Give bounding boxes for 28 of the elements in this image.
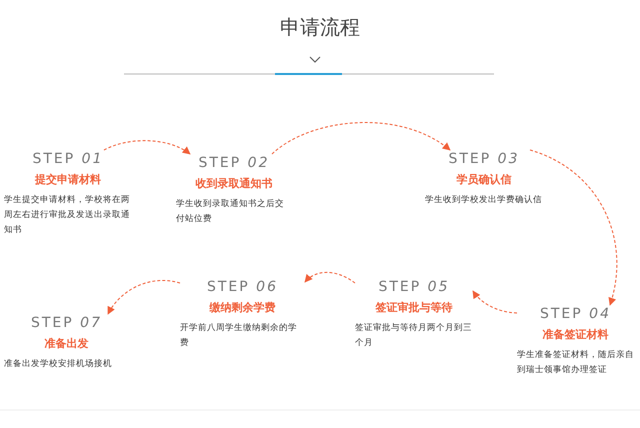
step-number: STEP 06 xyxy=(206,279,278,295)
step-number: STEP 03 xyxy=(448,151,520,167)
step-description: 签证审批与等待月两个月到三个月 xyxy=(355,323,472,348)
title: 申请流程 xyxy=(279,14,361,41)
step-heading: 提交申请材料 xyxy=(35,173,101,186)
step-description: 学生收到录取通知书之后交付站位费 xyxy=(176,199,284,224)
step-description: 开学前八周学生缴纳剩余的学费 xyxy=(180,323,297,348)
step-heading: 收到录取通知书 xyxy=(196,177,272,190)
step-heading: 缴纳剩余学费 xyxy=(210,301,276,314)
arrow xyxy=(272,122,451,154)
step-heading: 准备签证材料 xyxy=(542,328,608,341)
arrow xyxy=(104,140,191,154)
arrow xyxy=(530,150,618,306)
step-heading: 学员确认信 xyxy=(456,173,512,186)
step-heading: 签证审批与等待 xyxy=(376,301,452,314)
step-description: 学生收到学校发出学费确认信 xyxy=(425,195,542,205)
step-number: STEP 05 xyxy=(378,279,450,295)
step-heading: 准备出发 xyxy=(44,337,88,350)
step-description: 学生提交申请材料，学校将在两周左右进行审批及发送出录取通知书 xyxy=(4,195,130,235)
step-description: 学生准备签证材料，随后亲自到瑞士领事馆办理签证 xyxy=(517,350,634,375)
arrow xyxy=(108,280,180,315)
step-number: STEP 02 xyxy=(198,155,270,171)
step-number: STEP 01 xyxy=(32,151,104,167)
step-number: STEP 07 xyxy=(30,315,102,331)
arrow xyxy=(472,290,518,314)
step-number: STEP 04 xyxy=(540,306,611,322)
step-description: 准备出发学校安排机场接机 xyxy=(4,359,112,369)
arrow xyxy=(304,272,356,284)
